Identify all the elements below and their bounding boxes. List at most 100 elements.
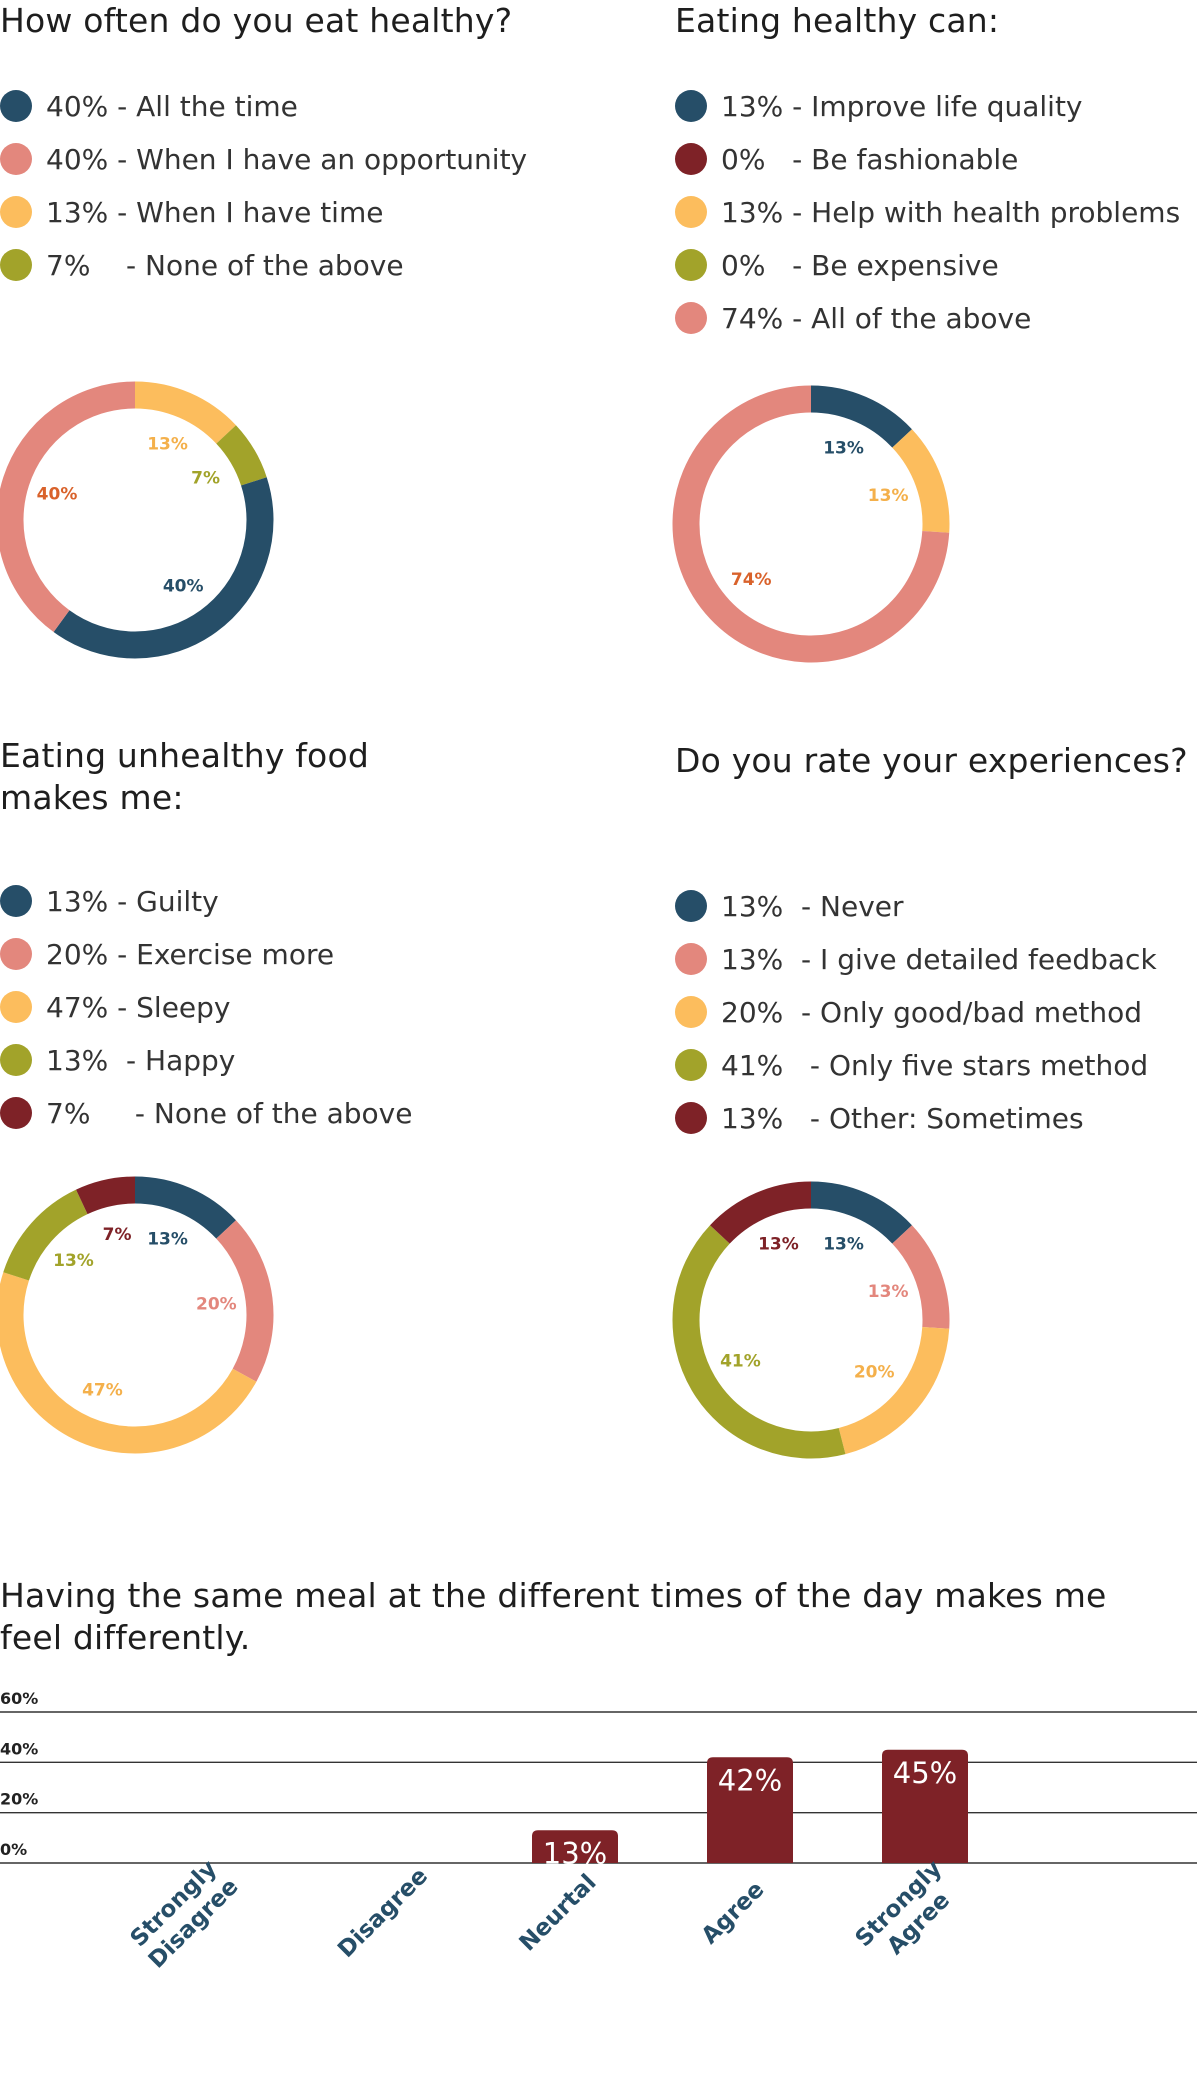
legend-item: 13% - When I have time [0,192,383,232]
donut-slice [892,1225,950,1329]
legend-swatch [0,938,32,970]
legend-swatch [675,890,707,922]
legend-item: 13% - Other: Sometimes [675,1098,1084,1138]
donut-slice [215,425,267,486]
legend-label: 7% - None of the above [46,248,404,282]
bar [882,1749,968,1863]
legend-swatch [675,1102,707,1134]
legend-swatch [675,996,707,1028]
legend-item: 13% - Never [675,886,904,926]
legend-swatch [0,196,32,228]
legend-label: 7% - None of the above [46,1096,413,1130]
legend-label: 13% - When I have time [46,195,384,229]
legend-item: 74% - All of the above [675,298,1031,338]
legend-label: 13% - Never [721,889,904,923]
slice-label: 74% [731,570,772,590]
chart-title: How often do you eat healthy? [0,1,513,40]
y-tick-label: 20% [0,1790,38,1809]
bar-value-label: 45% [893,1756,957,1790]
donut-slice [216,1220,274,1382]
legend-swatch [675,943,707,975]
legend-swatch [0,991,32,1023]
bar-value-label: 42% [718,1763,782,1797]
bar [707,1757,793,1863]
donut-slice [672,385,950,663]
legend-swatch [0,1044,32,1076]
slice-label: 13% [147,435,188,455]
bar [532,1830,618,1863]
legend-swatch [0,885,32,917]
chart-title: Do you rate your experiences? [675,741,1188,780]
x-tick-label: Agree [697,1877,770,1950]
legend-swatch [675,302,707,334]
slice-label: 13% [823,439,864,459]
legend-label: 13% - I give detailed feedback [721,942,1157,976]
x-tick-label: Disagree [333,1863,433,1963]
legend-swatch [0,249,32,281]
legend-item: 7% - None of the above [0,1093,412,1133]
chart-title: Eating unhealthy food makes me: [0,736,369,817]
donut-slice [134,1176,236,1239]
x-tick-label-line: Neurtal [515,1870,602,1957]
legend-label: 20% - Only good/bad method [721,995,1143,1029]
chart-panel-unhealthy-food: Eating unhealthy food makes me: 13% - Gu… [0,735,600,1475]
legend-label: 0% - Be expensive [721,248,999,282]
donut-slice [53,477,274,659]
legend-item: 47% - Sleepy [0,987,231,1027]
slice-label: 7% [103,1225,132,1245]
legend-label: 41% - Only five stars method [721,1048,1149,1082]
x-tick-label: Neurtal [515,1870,602,1957]
legend-item: 13% - Improve life quality [675,86,1083,126]
slice-label: 40% [163,576,204,596]
donut-slice [892,429,950,533]
legend-swatch [0,143,32,175]
legend-swatch [675,249,707,281]
chart-panel-eating-healthy-can: Eating healthy can: 13% - Improve life q… [672,0,1200,700]
legend-item: 13% - Guilty [0,881,219,921]
legend-item: 13% - Help with health problems [675,192,1180,232]
slice-label: 13% [823,1235,864,1255]
donut-slice [672,1225,846,1459]
legend-label: 0% - Be fashionable [721,142,1019,176]
donut-slice [810,385,912,448]
slice-label: 13% [147,1230,188,1250]
legend-swatch [675,1049,707,1081]
legend-swatch [0,90,32,122]
chart-panel-rate-experiences: Do you rate your experiences? 13% - Neve… [672,735,1200,1475]
slice-label: 13% [758,1235,799,1255]
donut-slice [76,1176,136,1215]
legend-label: 13% - Improve life quality [721,89,1083,123]
x-tick-label: StronglyAgree [851,1856,967,1972]
legend-item: 20% - Exercise more [0,934,334,974]
donut-slice [838,1326,950,1455]
legend-item: 13% - Happy [0,1040,235,1080]
donut-slice [0,1272,257,1454]
legend-swatch [0,1097,32,1129]
legend-swatch [675,90,707,122]
legend-label: 13% - Guilty [46,884,219,918]
legend-label: 13% - Other: Sometimes [721,1101,1084,1135]
donut-slice [710,1181,812,1244]
legend-label: 40% - All the time [46,89,298,123]
bar-value-label: 13% [543,1836,607,1870]
slice-label: 41% [720,1352,761,1372]
x-tick-label-line: Agree [697,1877,770,1950]
legend-swatch [675,196,707,228]
legend-item: 41% - Only five stars method [675,1045,1148,1085]
donut-slice [134,381,236,444]
legend-label: 40% - When I have an opportunity [46,142,528,176]
slice-label: 20% [854,1362,895,1382]
legend-label: 20% - Exercise more [46,937,335,971]
donut-chart: 13%13%20%41%13% [672,1181,950,1459]
legend-label: 13% - Happy [46,1043,236,1077]
y-tick-label: 0% [0,1840,27,1859]
chart-panel-eat-healthy: How often do you eat healthy? 40% - All … [0,0,600,700]
chart-title: Having the same meal at the different ti… [0,1576,1107,1657]
slice-label: 13% [53,1251,94,1271]
slice-label: 20% [196,1295,237,1315]
donut-chart: 13%7%40%40% [0,381,274,659]
legend-item: 40% - When I have an opportunity [0,139,527,179]
legend-swatch [675,143,707,175]
chart-title: Eating healthy can: [675,1,1000,40]
legend-item: 7% - None of the above [0,245,404,285]
